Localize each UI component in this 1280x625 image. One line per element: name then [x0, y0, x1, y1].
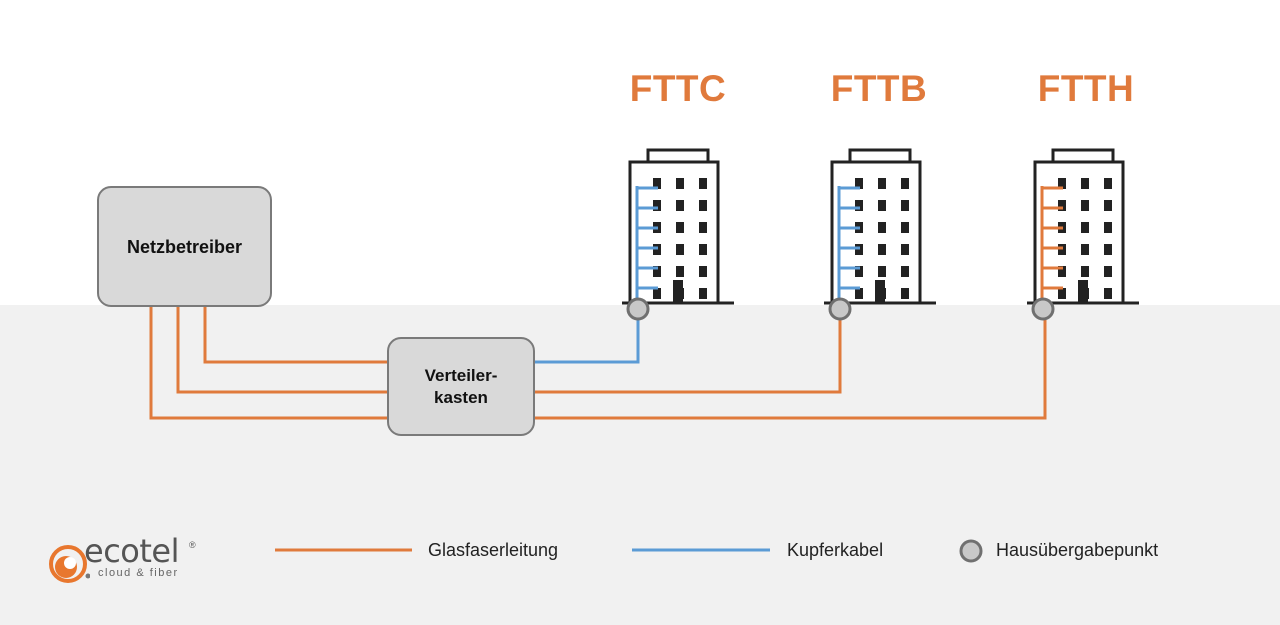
- building-ftth-icon: [1027, 148, 1139, 321]
- handover-point-fttb-icon: [828, 297, 852, 321]
- building-window: [878, 266, 886, 277]
- building-window: [1104, 288, 1112, 299]
- cable-links: [149, 306, 1047, 420]
- building-window: [901, 178, 909, 189]
- building-roof: [1051, 148, 1115, 164]
- building-window: [1058, 266, 1066, 277]
- building-window: [1104, 266, 1112, 277]
- building-window: [901, 244, 909, 255]
- logo-wordmark: ecotel: [84, 532, 179, 570]
- cable-link-operator-distribution_box-0: [203, 306, 388, 364]
- building-window: [855, 200, 863, 211]
- handover-point-fttc-icon: [626, 297, 650, 321]
- cable-link-distribution_box-FTTC-3: [535, 318, 640, 364]
- ground-area: [0, 305, 1280, 625]
- building-door: [875, 280, 885, 303]
- building-roof: [646, 148, 710, 164]
- network-operator-box: Netzbetreiber: [97, 186, 272, 307]
- logo-registered-mark: ®: [189, 540, 196, 550]
- building-window: [901, 288, 909, 299]
- building-label-ftth: FTTH: [1037, 68, 1135, 109]
- building-fttb-icon: [824, 148, 936, 321]
- network-operator-label: Netzbetreiber: [126, 236, 243, 257]
- building-window: [676, 200, 684, 211]
- building-window: [878, 200, 886, 211]
- distribution-box-label: Verteiler- kasten: [424, 365, 498, 407]
- cable-link-distribution_box-FTTB-4: [535, 318, 842, 394]
- building-window: [855, 288, 863, 299]
- legend-label-fiber: Glasfaserleitung: [428, 540, 559, 560]
- building-window: [1081, 200, 1089, 211]
- building-label-fttc: FTTC: [629, 68, 727, 109]
- buildings: [622, 148, 1139, 321]
- building-window: [1104, 178, 1112, 189]
- ecotel-logo: ecotel ® cloud & fiber: [46, 532, 206, 588]
- building-window: [699, 200, 707, 211]
- distribution-box: Verteiler- kasten: [387, 337, 535, 436]
- building-window: [1104, 244, 1112, 255]
- cable-link-operator-distribution_box-2: [149, 306, 388, 420]
- building-window: [676, 244, 684, 255]
- building-window: [1104, 222, 1112, 233]
- building-window: [855, 266, 863, 277]
- building-window: [653, 266, 661, 277]
- ecotel-swirl-logo-icon: [49, 545, 90, 583]
- legend-label-copper: Kupferkabel: [787, 540, 884, 560]
- building-window: [699, 288, 707, 299]
- building-window: [855, 178, 863, 189]
- building-window: [653, 178, 661, 189]
- building-window: [1081, 266, 1089, 277]
- building-window: [676, 222, 684, 233]
- building-window: [1058, 200, 1066, 211]
- building-window: [1081, 244, 1089, 255]
- cable-link-distribution_box-FTTH-5: [535, 318, 1047, 420]
- building-window: [878, 244, 886, 255]
- building-window: [699, 178, 707, 189]
- building-window: [901, 200, 909, 211]
- building-door: [673, 280, 683, 303]
- building-window: [676, 178, 684, 189]
- handover-point-ftth-icon: [1031, 297, 1055, 321]
- building-roof: [848, 148, 912, 164]
- building-window: [653, 200, 661, 211]
- building-window: [901, 222, 909, 233]
- cable-link-operator-distribution_box-1: [176, 306, 388, 394]
- building-window: [1081, 178, 1089, 189]
- building-window: [699, 266, 707, 277]
- building-window: [1081, 222, 1089, 233]
- logo-tagline: cloud & fiber: [98, 567, 179, 579]
- building-window: [1104, 200, 1112, 211]
- legend-handover-point-icon: [959, 539, 983, 563]
- legend-symbols: [275, 539, 983, 563]
- building-window: [653, 288, 661, 299]
- building-window: [1058, 288, 1066, 299]
- building-window: [878, 222, 886, 233]
- building-window: [1058, 178, 1066, 189]
- building-window: [676, 266, 684, 277]
- building-window: [699, 222, 707, 233]
- building-window: [901, 266, 909, 277]
- building-window: [878, 178, 886, 189]
- building-label-fttb: FTTB: [830, 68, 928, 109]
- legend-label-handover: Hausübergabepunkt: [996, 540, 1159, 560]
- building-window: [699, 244, 707, 255]
- building-fttc-icon: [622, 148, 734, 321]
- building-door: [1078, 280, 1088, 303]
